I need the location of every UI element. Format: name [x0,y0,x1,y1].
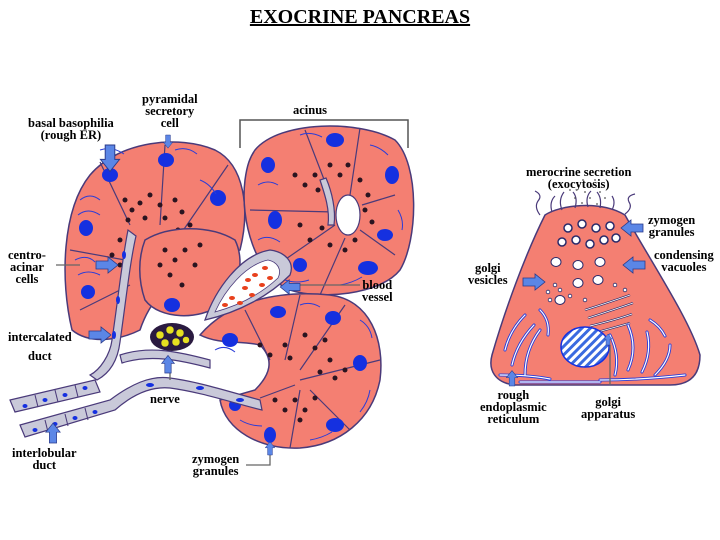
microvilli [534,190,636,216]
nerve-bundle [150,323,194,351]
golgi-stack-lumen [584,294,634,334]
condensing-vacuoles [550,257,606,305]
acinus-bracket [239,119,409,148]
label-merocrine-secretion: merocrine secretion(exocytosis) [526,165,632,191]
golgi-vesicles [545,282,628,303]
interlobular-duct [9,349,263,438]
diagram-title: EXOCRINE PANCREAS [249,6,471,28]
acinus-bottom [198,293,382,449]
nucleus-hatched [560,326,610,368]
exocytosis-particles [569,179,606,205]
zymogen-granules-cell [557,219,621,249]
label-acinus: acinus [293,103,328,117]
label-basal-basophilia: basal basophilia(rough ER) [28,116,114,142]
secretory-cell-detail [490,179,701,386]
blood-vessel [204,249,292,321]
acinus-center [139,228,241,317]
label-nerve: nerve [150,392,180,406]
duct-nuclei [22,251,244,432]
